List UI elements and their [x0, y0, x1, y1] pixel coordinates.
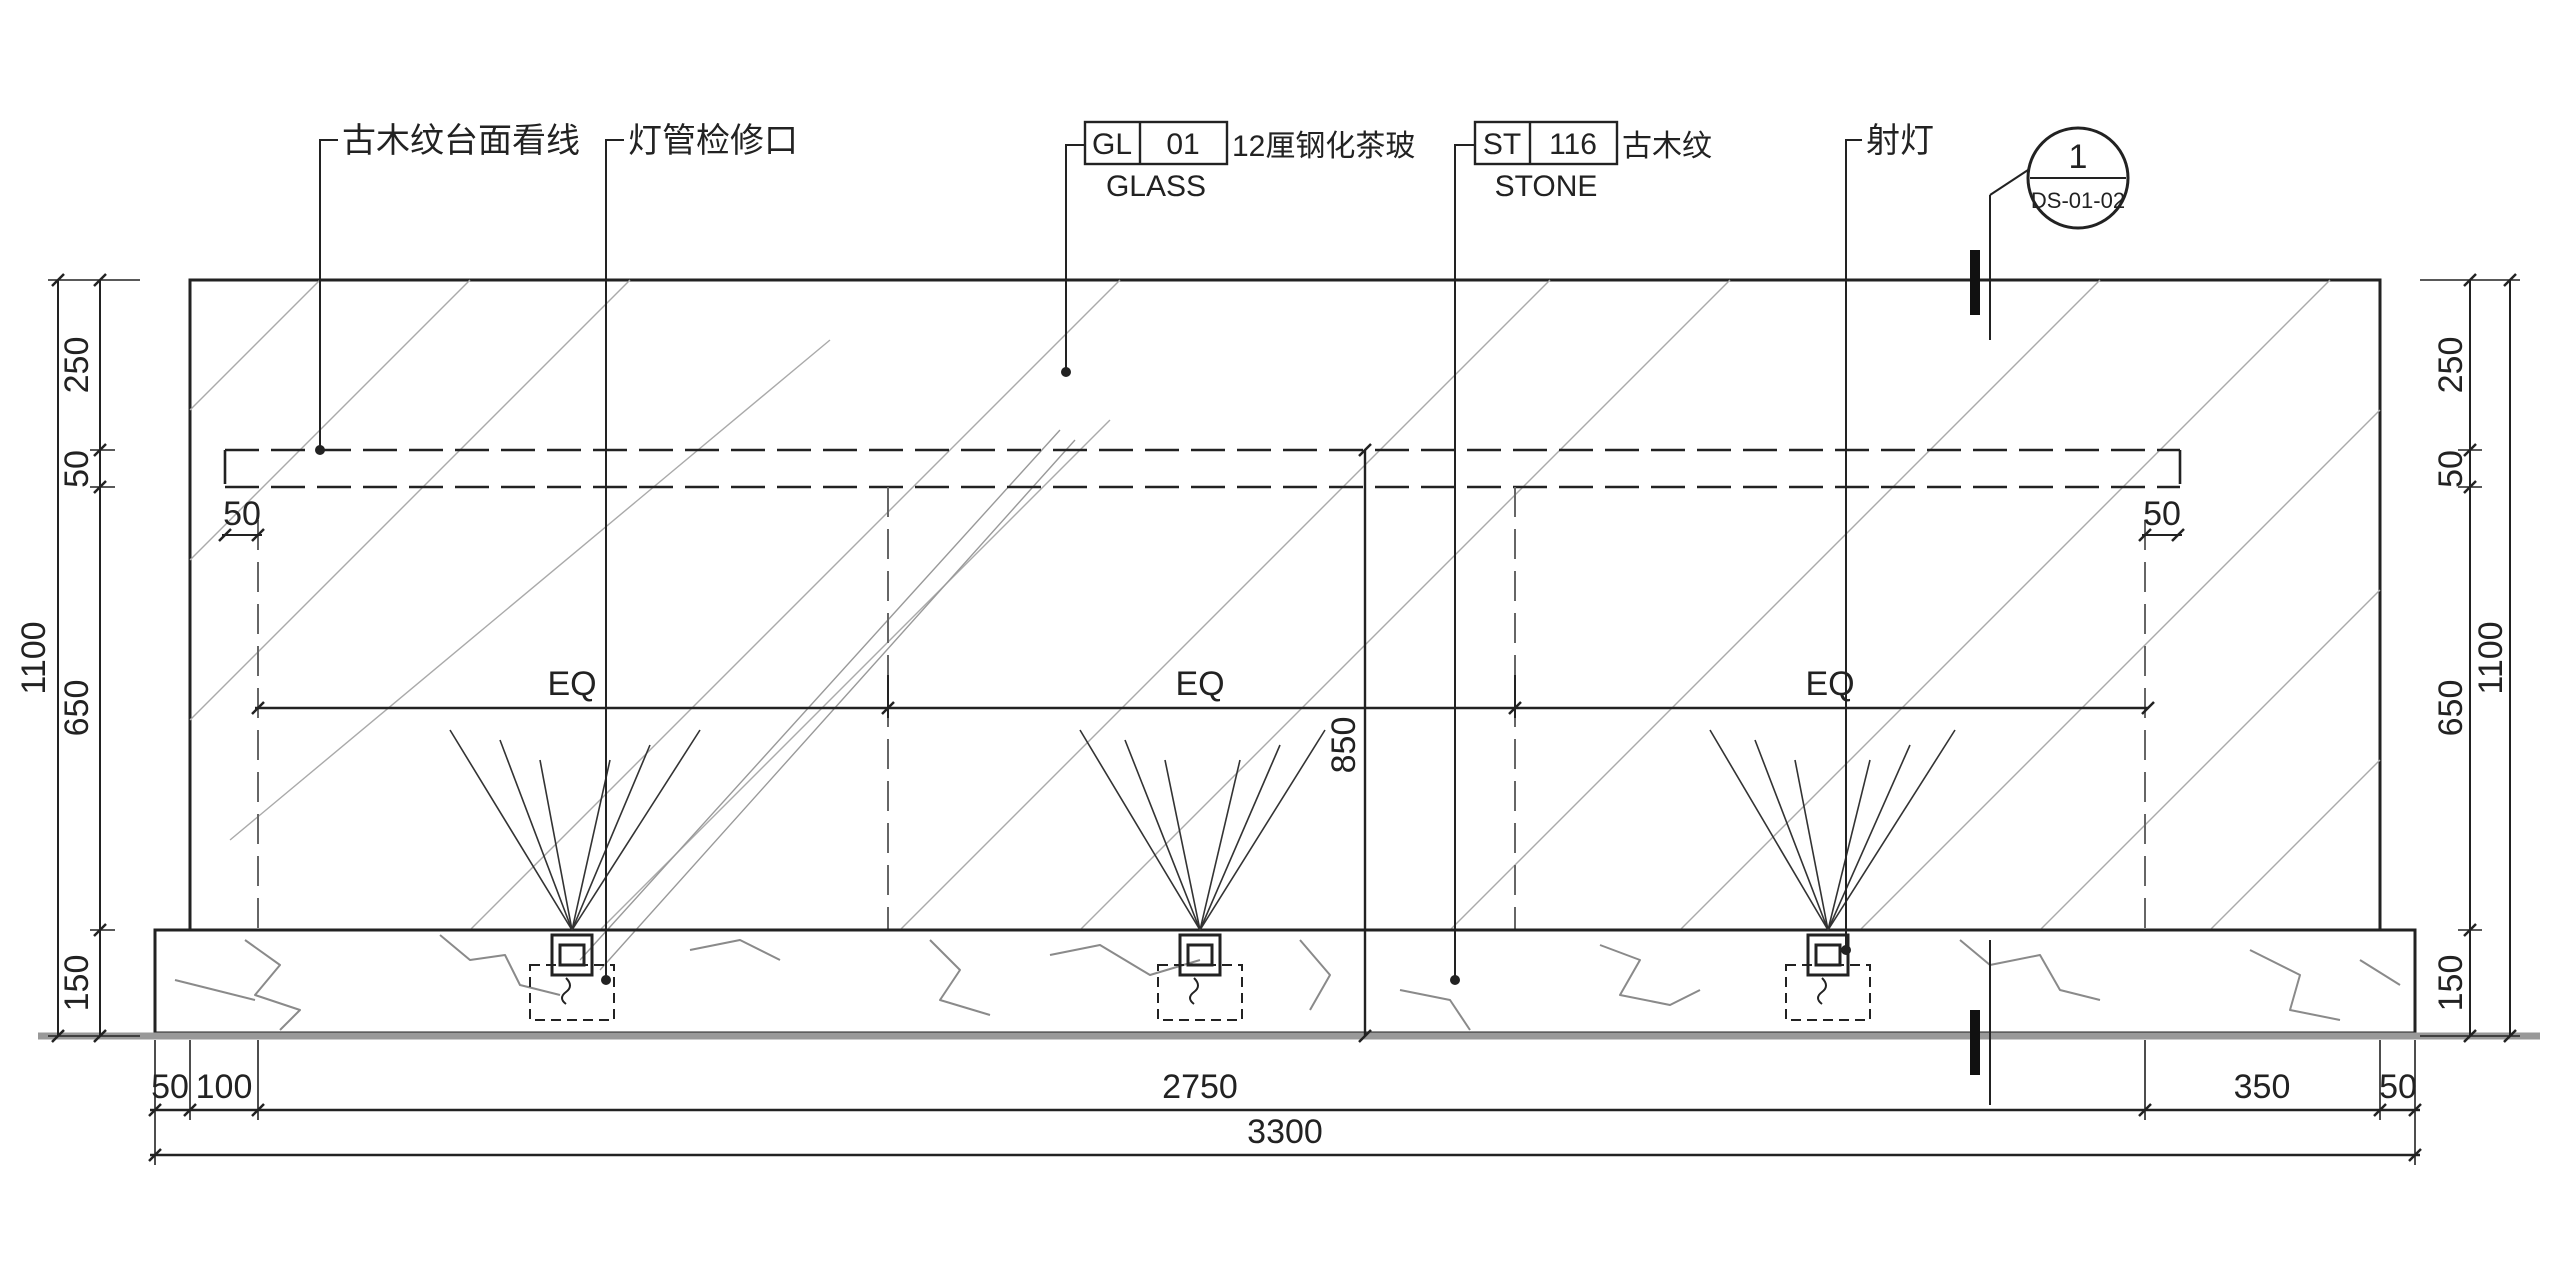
glass-hatch	[189, 279, 2381, 971]
dim-right-top: 250	[2432, 337, 2470, 394]
dim-bottom-d: 350	[2234, 1068, 2291, 1106]
stone-tag-code: ST	[1483, 128, 1521, 161]
spotlight-1	[449, 729, 701, 1021]
stone-tag: ST 116 STONE 古木纹	[1450, 120, 1712, 985]
height-850-dimension: 850	[1325, 443, 1372, 1043]
glass-description: 12厘钢化茶玻	[1232, 130, 1415, 163]
eq-dimensions: EQ EQ EQ	[251, 665, 2155, 718]
spotlight-3	[1709, 729, 1956, 1021]
dim-right-base: 150	[2432, 955, 2470, 1012]
dim-right-band: 50	[2432, 450, 2470, 488]
glass-tag-code: GL	[1092, 128, 1132, 161]
dim-left-top: 250	[58, 337, 96, 394]
stone-description: 古木纹	[1622, 130, 1712, 163]
dim-left-base: 150	[58, 955, 96, 1012]
glass-tag-name: GLASS	[1106, 170, 1206, 203]
dim-eq-3: EQ	[1805, 665, 1854, 703]
dim-right-middle: 650	[2432, 680, 2470, 737]
dim-height-850: 850	[1325, 717, 1363, 774]
stone-tag-number: 116	[1549, 128, 1597, 161]
label-spotlight: 射灯	[1866, 122, 1934, 160]
dim-bottom-a: 50	[151, 1068, 189, 1106]
dim-inset-right: 50	[2143, 495, 2181, 533]
dim-bottom-c: 2750	[1162, 1068, 1238, 1106]
spotlight-2	[1079, 729, 1326, 1021]
leader-spotlight: 射灯	[1841, 122, 1934, 955]
glass-tag-number: 01	[1166, 128, 1199, 161]
leader-access-panel: 灯管检修口	[601, 122, 798, 985]
dim-left-total: 1100	[15, 621, 53, 694]
dim-right-total: 1100	[2472, 621, 2510, 694]
section-cut-line	[1970, 169, 2029, 1105]
dim-inset-left: 50	[223, 495, 261, 533]
glass-panel	[188, 278, 2382, 971]
dim-eq-2: EQ	[1175, 665, 1224, 703]
label-countertop-edge: 古木纹台面看线	[342, 122, 580, 160]
glass-tag: GL 01 GLASS 12厘钢化茶玻	[1061, 120, 1415, 377]
leader-countertop: 古木纹台面看线	[315, 122, 580, 455]
dim-left-band: 50	[58, 450, 96, 488]
dim-left-middle: 650	[58, 680, 96, 737]
right-dimensions: 250 50 650 150 1100	[2420, 273, 2520, 1043]
dim-bottom-total: 3300	[1247, 1113, 1323, 1151]
stone-base	[38, 928, 2540, 1040]
dim-eq-1: EQ	[547, 665, 596, 703]
dim-bottom-b: 100	[196, 1068, 253, 1106]
inset-dimensions: 50 50	[218, 495, 2185, 542]
left-dimensions: 1100 250 50 650 150	[15, 273, 140, 1043]
section-marker: 1 DS-01-02	[2026, 126, 2130, 230]
bottom-dimensions: 50 100 2750 350 50 3300	[148, 1040, 2422, 1165]
section-marker-sheet: DS-01-02	[2031, 188, 2125, 213]
section-marker-number: 1	[2069, 138, 2088, 176]
dim-bottom-e: 50	[2379, 1068, 2417, 1106]
label-access-panel: 灯管检修口	[628, 122, 798, 160]
stone-tag-name: STONE	[1495, 170, 1598, 203]
